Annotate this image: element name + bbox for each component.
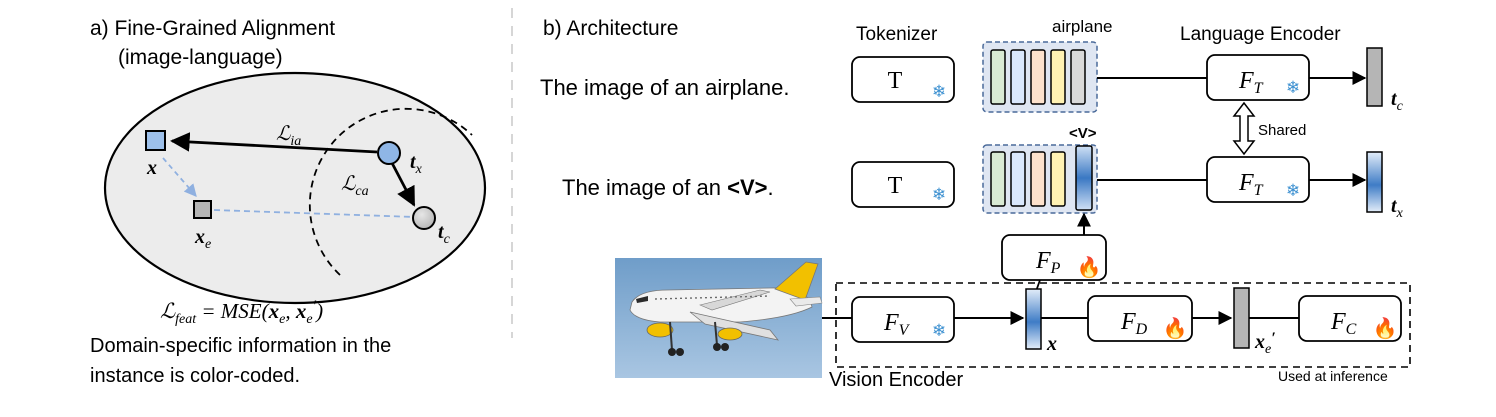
sentence-1: The image of an airplane. <box>540 75 790 100</box>
vision-encoder-box: FV ❄ <box>851 296 955 343</box>
inference-region <box>835 282 1411 368</box>
tokenizer-box-2: T ❄ <box>851 161 955 208</box>
loss-ca-label: ℒca <box>341 173 369 199</box>
language-encoder-box-1: FT ❄ <box>1206 54 1310 101</box>
v-token-embedding <box>1075 145 1093 211</box>
shared-label: Shared <box>1258 122 1306 139</box>
token-group-2 <box>982 144 1098 214</box>
token-group-1 <box>982 41 1098 113</box>
xe-node <box>193 200 212 219</box>
tx-output-label: tx <box>1391 195 1404 221</box>
panel-b-title: b) Architecture <box>543 17 678 40</box>
panel-a-title-line1: a) Fine-Grained Alignment <box>90 17 335 40</box>
fv-symbol: FV <box>883 310 911 339</box>
tx-embedding <box>1366 151 1383 213</box>
caption-line1: Domain-specific information in the <box>90 335 391 357</box>
language-encoder-box-2: FT ❄ <box>1206 156 1310 203</box>
snowflake-icon: ❄ <box>932 185 946 204</box>
flame-icon: 🔥 <box>1163 316 1188 340</box>
domain-decoder-box: FD 🔥 <box>1087 295 1193 342</box>
tc-embedding <box>1366 47 1383 107</box>
tx-node <box>377 141 401 165</box>
xe-tc-dashed-line <box>213 209 416 218</box>
snowflake-icon: ❄ <box>932 82 946 101</box>
vision-encoder-label: Vision Encoder <box>829 369 964 391</box>
x-label: x <box>146 157 157 179</box>
ft-symbol: FT <box>1238 170 1264 199</box>
panel-a: a) Fine-Grained Alignment (image-languag… <box>90 17 487 387</box>
panel-b: b) Architecture Tokenizer airplane Langu… <box>540 17 1411 391</box>
loss-ia-label: ℒia <box>276 123 301 149</box>
snowflake-icon: ❄ <box>1286 181 1300 200</box>
loss-ia-arrow <box>170 132 378 154</box>
classifier-box: FC 🔥 <box>1298 295 1402 342</box>
x-node <box>145 130 166 151</box>
projector-box: FP 🔥 <box>1001 234 1107 281</box>
airplane-image <box>615 258 823 378</box>
v-token-label: <V> <box>1069 125 1097 142</box>
fp-symbol: FP <box>1035 248 1061 277</box>
sentence-2: The image of an <V>. <box>562 175 774 200</box>
tokenizer-symbol: T <box>888 68 903 94</box>
snowflake-icon: ❄ <box>932 321 946 340</box>
tokenizer-box-1: T ❄ <box>851 56 955 103</box>
flame-icon: 🔥 <box>1077 255 1102 279</box>
x-embedding <box>1025 288 1042 350</box>
inference-label: Used at inference <box>1278 368 1388 384</box>
language-encoder-label: Language Encoder <box>1180 24 1341 45</box>
flame-icon: 🔥 <box>1373 316 1398 340</box>
fd-symbol: FD <box>1120 309 1148 338</box>
tc-output-label: tc <box>1391 88 1404 114</box>
token-word-label: airplane <box>1052 17 1113 36</box>
embedding-space-ellipse <box>103 71 487 305</box>
panel-a-title-line2: (image-language) <box>118 46 283 69</box>
domain-boundary-dashed-arc <box>308 107 473 276</box>
snowflake-icon: ❄ <box>1286 78 1300 97</box>
caption-line2: instance is color-coded. <box>90 365 300 387</box>
xe-prime-embedding <box>1233 287 1250 349</box>
ft-symbol: FT <box>1238 68 1264 97</box>
xe-prime-label: xe′ <box>1254 330 1276 357</box>
fc-symbol: FC <box>1330 309 1357 338</box>
loss-ca-arrow <box>390 162 416 207</box>
tx-label: tx <box>410 151 423 177</box>
feature-loss-formula: ℒfeat = MSE(xe, xe′) <box>160 298 323 327</box>
tc-label: tc <box>438 221 451 247</box>
shared-weights-arrow <box>1232 101 1256 156</box>
tc-node <box>412 206 436 230</box>
tokenizer-symbol: T <box>888 173 903 199</box>
x-output-label: x <box>1046 333 1057 355</box>
xe-label: xe <box>194 226 211 252</box>
tokenizer-label: Tokenizer <box>856 24 938 45</box>
